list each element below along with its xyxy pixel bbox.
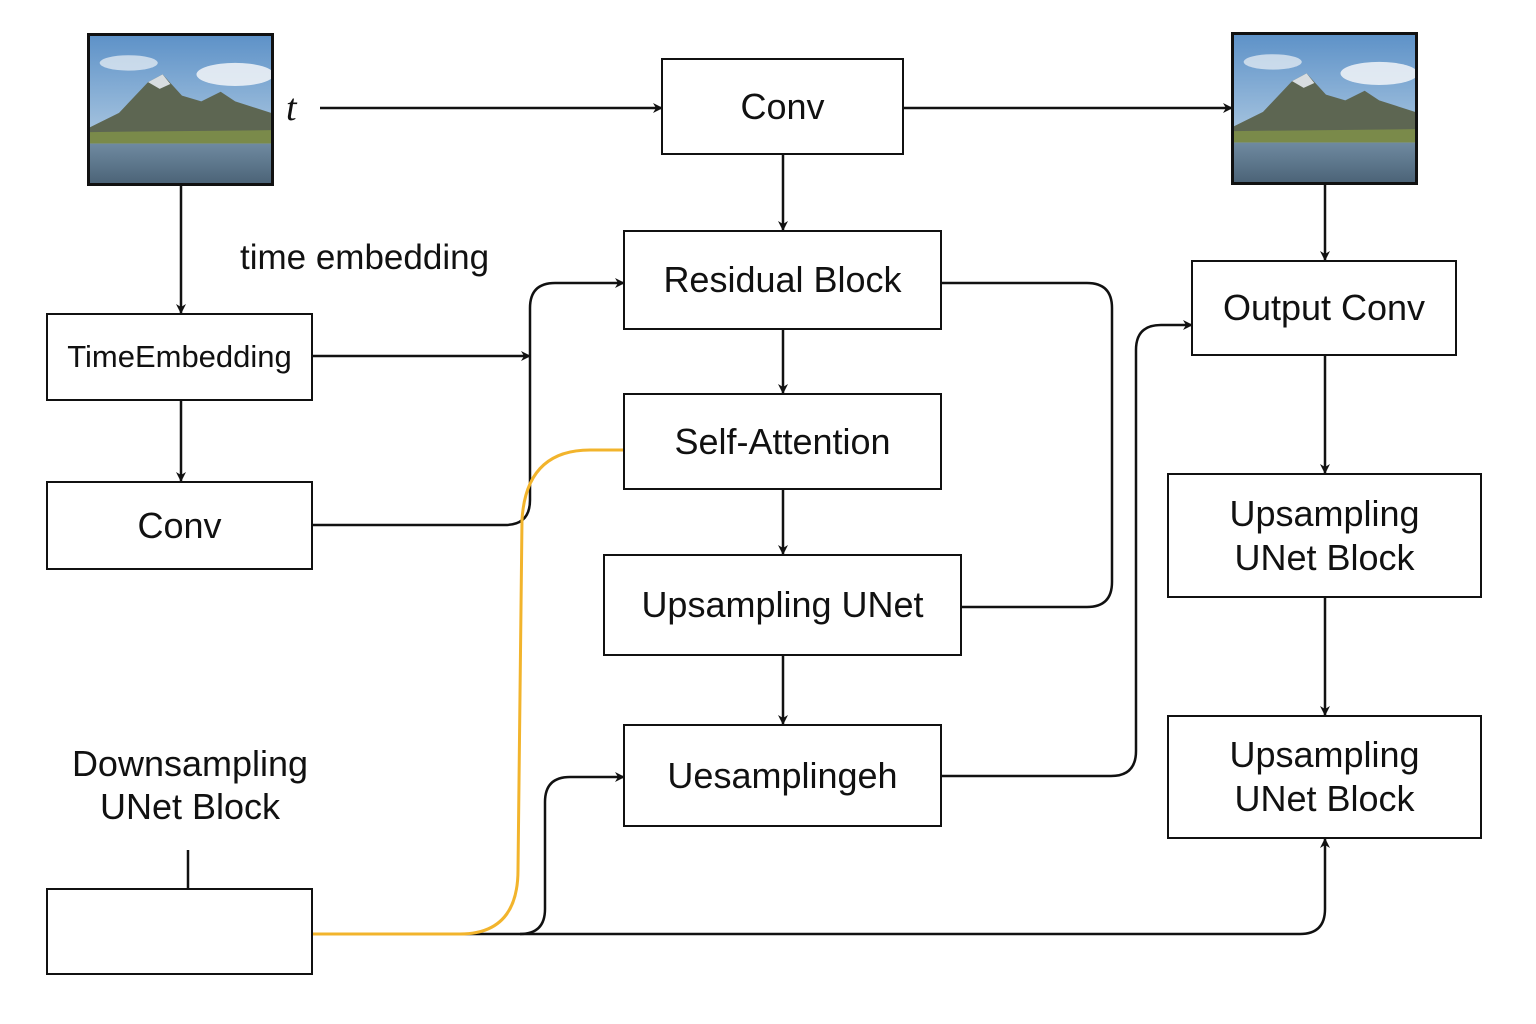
time-embedding-box[interactable]: TimeEmbedding [46, 313, 313, 401]
downsampling-label: Downsampling UNet Block [40, 742, 340, 828]
skip-residual-to-upsampling [942, 281, 1114, 609]
downsampling-label-line1: Downsampling [71, 743, 309, 784]
residual-block-label: Residual Block [663, 259, 902, 301]
arrow-downsampling-to-uesamplingeh [312, 772, 625, 936]
residual-block-box[interactable]: Residual Block [623, 230, 942, 330]
output-conv-box[interactable]: Output Conv [1191, 260, 1457, 356]
input-image [87, 33, 274, 186]
downsampling-label-line2: UNet Block [99, 786, 281, 828]
upsampling-unet-block-2[interactable]: Upsampling UNet Block [1167, 715, 1482, 839]
output-conv-label: Output Conv [1222, 287, 1426, 329]
left-conv-box[interactable]: Conv [46, 481, 313, 570]
time-embedding-label: time embedding [240, 238, 490, 277]
center-conv-box[interactable]: Conv [661, 58, 904, 155]
uesamplingeh-box[interactable]: Uesamplingeh [623, 724, 942, 827]
arrow-conv-to-residual [312, 278, 625, 527]
self-attention-box[interactable]: Self-Attention [623, 393, 942, 490]
upsampling-unet-block-1[interactable]: Upsampling UNet Block [1167, 473, 1482, 598]
upsampling-block-2-line1: Upsampling [1229, 734, 1420, 776]
time-embedding-box-label: TimeEmbedding [67, 339, 292, 375]
arrow-downsampling-to-upsampling-block-2 [520, 838, 1330, 936]
upsampling-unet-box[interactable]: Upsampling UNet [603, 554, 962, 656]
center-conv-label: Conv [740, 85, 825, 127]
output-image [1231, 32, 1418, 185]
arrow-uesamplingeh-to-output-conv [942, 320, 1193, 778]
t-symbol: t [286, 87, 297, 129]
upsampling-block-1-line2: UNet Block [1234, 536, 1415, 578]
upsampling-unet-label: Upsampling UNet [641, 584, 924, 626]
self-attention-label: Self-Attention [674, 420, 891, 462]
skip-connection-yellow [312, 448, 624, 936]
upsampling-block-2-line2: UNet Block [1234, 778, 1415, 819]
uesamplingeh-label: Uesamplingeh [667, 754, 898, 796]
downsampling-box[interactable] [46, 888, 313, 975]
upsampling-block-1-line1: Upsampling [1229, 492, 1420, 534]
left-conv-label: Conv [137, 504, 222, 546]
